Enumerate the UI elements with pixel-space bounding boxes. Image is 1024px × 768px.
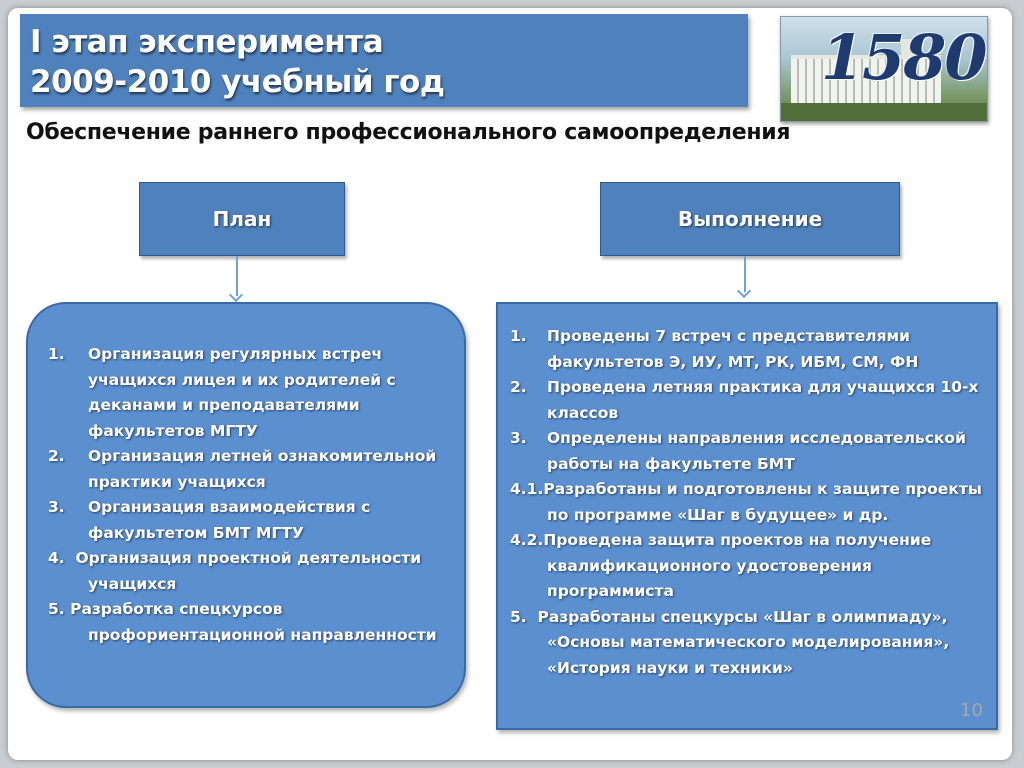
plan-list-item: 5. Разработка спецкурсов профориентацион… xyxy=(48,597,448,648)
plan-item-number: 3. xyxy=(48,498,65,516)
logo-building xyxy=(791,55,941,105)
plan-item-text: Организация регулярных встреч учащихся л… xyxy=(88,345,396,440)
plan-list-item: 4. Организация проектной деятельности уч… xyxy=(48,546,448,597)
plan-item-text: Организация летней ознакомительной практ… xyxy=(88,447,437,491)
plan-arrow-line xyxy=(236,256,238,296)
logo-ground xyxy=(781,103,987,121)
plan-item-number: 1. xyxy=(48,345,65,363)
execution-list-item: 1. Проведены 7 встреч с представителями ф… xyxy=(510,324,986,375)
plan-header-box: План xyxy=(139,182,345,256)
logo-year: 1580 xyxy=(821,21,987,94)
execution-item-text: Проведены 7 встреч с представителями фак… xyxy=(547,327,919,371)
execution-item-text: Разработаны спецкурсы «Шаг в олимпиаду»,… xyxy=(537,607,950,677)
execution-list-item: 4.1.Разработаны и подготовлены к защите … xyxy=(510,477,986,528)
execution-item-text: Определены направления исследовательской… xyxy=(547,429,966,473)
plan-list-item: 2. Организация летней ознакомительной пра… xyxy=(48,444,448,495)
execution-item-text: Проведена защита проектов на получение к… xyxy=(543,531,932,600)
plan-list-item: 3. Организация взаимодействия с факультет… xyxy=(48,495,448,546)
title-line-2: 2009-2010 учебный год xyxy=(30,64,445,100)
execution-item-number: 1. xyxy=(510,327,527,345)
execution-list: 1. Проведены 7 встреч с представителями ф… xyxy=(510,324,986,681)
execution-item-number: 4.1. xyxy=(510,480,544,498)
execution-item-text: Проведена летняя практика для учащихся 1… xyxy=(547,378,979,422)
title-banner: I этап эксперимента 2009-2010 учебный го… xyxy=(20,14,748,107)
execution-content-box: 1. Проведены 7 встреч с представителями ф… xyxy=(496,302,998,730)
execution-header-label: Выполнение xyxy=(677,207,823,231)
execution-list-item: 5. Разработаны спецкурсы «Шаг в олимпиад… xyxy=(510,605,986,682)
plan-header-label: План xyxy=(212,207,272,231)
plan-list: 1. Организация регулярных встреч учащихся… xyxy=(48,342,448,648)
plan-item-number: 5. xyxy=(48,600,65,618)
execution-list-item: 2. Проведена летняя практика для учащихся… xyxy=(510,375,986,426)
execution-list-item: 3. Определены направления исследовательск… xyxy=(510,426,986,477)
plan-content-box: 1. Организация регулярных встреч учащихся… xyxy=(26,302,466,708)
execution-item-number: 4.2. xyxy=(510,531,544,549)
plan-item-text: Разработка спецкурсов профориентационной… xyxy=(70,600,437,644)
plan-item-number: 2. xyxy=(48,447,65,465)
execution-header-box: Выполнение xyxy=(600,182,900,256)
execution-item-text: Разработаны и подготовлены к защите прое… xyxy=(543,480,982,524)
execution-list-item: 4.2.Проведена защита проектов на получен… xyxy=(510,528,986,605)
slide-subtitle: Обеспечение раннего профессионального са… xyxy=(26,120,791,145)
logo-image: 1580 xyxy=(780,16,988,122)
plan-item-text: Организация проектной деятельности учащи… xyxy=(75,549,422,593)
execution-item-number: 5. xyxy=(510,607,527,626)
plan-item-number: 4. xyxy=(48,549,65,567)
execution-item-number: 3. xyxy=(510,429,527,447)
page-number: 10 xyxy=(960,700,983,721)
plan-list-item: 1. Организация регулярных встреч учащихся… xyxy=(48,342,448,444)
plan-item-text: Организация взаимодействия с факультетом… xyxy=(88,498,371,542)
execution-item-number: 2. xyxy=(510,378,527,396)
title-line-1: I этап эксперимента xyxy=(30,24,384,60)
execution-arrow-line xyxy=(744,256,746,292)
